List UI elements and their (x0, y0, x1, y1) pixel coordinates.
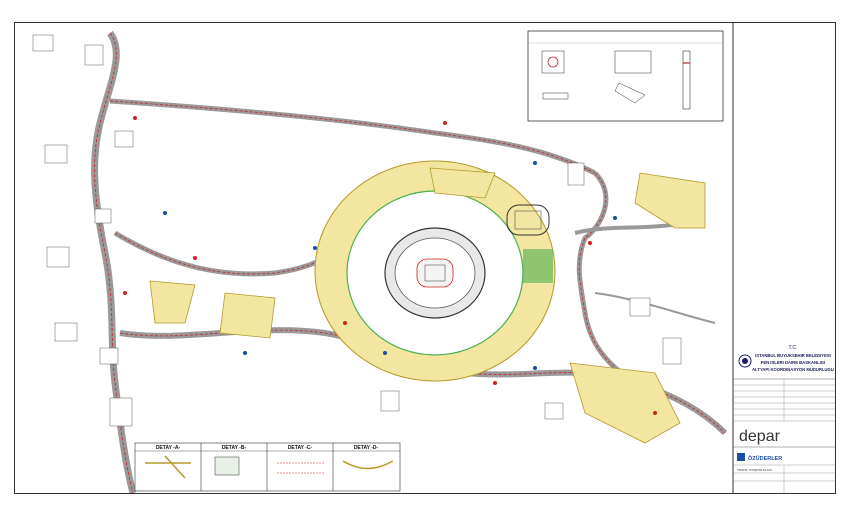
legend-box (527, 30, 724, 122)
consultant-logo: ÖZÜDERLER (737, 453, 782, 462)
project-line: TRAFIK YONETIM PLANI (737, 468, 772, 472)
legend-item-2 (614, 50, 652, 104)
title-rows (733, 379, 835, 422)
title-block: T.C. ISTANBUL BUYUKSEHIR BELEDIYESI FEN … (732, 23, 835, 493)
parking-lot-east (634, 172, 706, 229)
stadium (384, 227, 486, 319)
detail-panels: DETAY -A- DETAY -B- DETAY -C- DETAY -D- (134, 442, 401, 492)
title-department: FEN ISLERI DAIRE BASKANLIGI (761, 360, 825, 365)
legend-item-1 (541, 50, 569, 100)
parking-lot-west (149, 280, 196, 324)
municipality-logo (738, 354, 752, 368)
title-directorate: ALTYAPI KOORDINASYON MUDURLUGU (752, 367, 834, 372)
parking-lot-north (429, 167, 496, 199)
detail-d-title: DETAY -D- (354, 445, 379, 451)
title-municipality: ISTANBUL BUYUKSEHIR BELEDIYESI (755, 353, 831, 358)
traffic-markers (123, 116, 657, 415)
parking-lot-southeast (569, 362, 681, 444)
contractor-logo: depar (739, 428, 781, 445)
title-lower-rows (733, 464, 835, 493)
detail-b-title: DETAY -B- (222, 445, 247, 451)
parking-lots (149, 167, 706, 444)
parking-lot-central-west (219, 292, 276, 339)
detail-c-title: DETAY -C- (288, 445, 313, 451)
legend-item-3 (682, 50, 691, 110)
training-field (506, 204, 553, 283)
sign-panels (32, 34, 682, 427)
detail-a-title: DETAY -A- (156, 445, 181, 451)
title-tc: T.C. (789, 345, 798, 351)
svg-text:ÖZÜDERLER: ÖZÜDERLER (748, 455, 782, 462)
drawing-sheet: T.C. ISTANBUL BUYUKSEHIR BELEDIYESI FEN … (14, 22, 836, 494)
